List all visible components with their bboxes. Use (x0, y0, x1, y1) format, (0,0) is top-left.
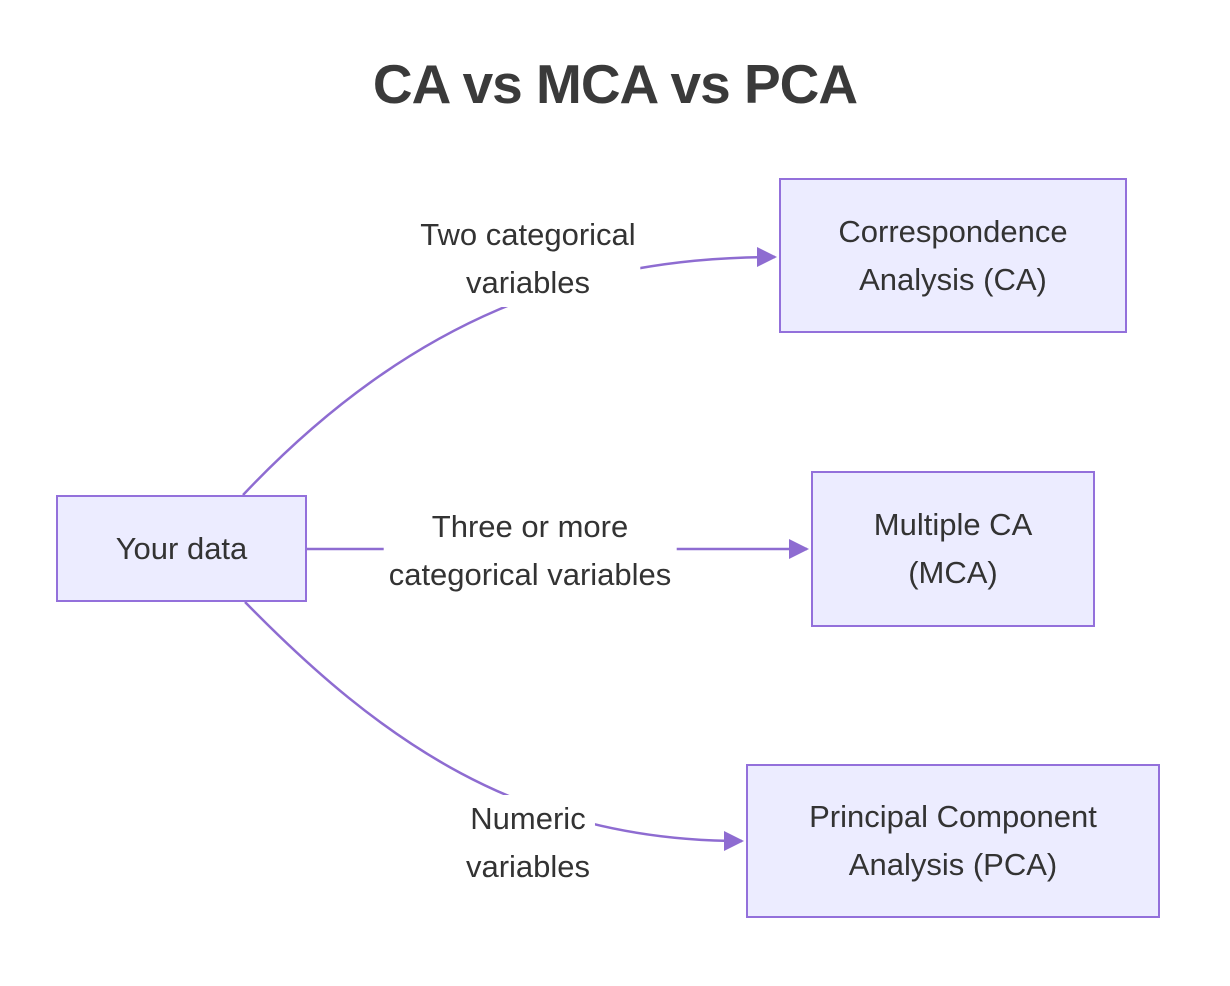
node-your-data: Your data (56, 495, 307, 602)
node-correspondence-analysis: Correspondence Analysis (CA) (779, 178, 1127, 333)
node-label: Analysis (CA) (859, 261, 1047, 297)
diagram-title: CA vs MCA vs PCA (372, 53, 858, 115)
edge-your-data-to-pca (244, 601, 744, 851)
edge-label-three-or-more-categorical-variables: Three or more categorical variables (383, 503, 677, 599)
edge-label-line: categorical variables (388, 557, 672, 592)
node-label: Your data (115, 530, 248, 566)
edge-label-two-categorical-variables: Two categorical variables (415, 211, 641, 307)
edge-label-numeric-variables: Numeric variables (460, 795, 596, 891)
node-label: Principal Component (809, 799, 1097, 834)
node-principal-component-analysis: Principal Component Analysis (PCA) (746, 764, 1160, 918)
node-label: Correspondence (838, 213, 1068, 249)
edge-label-line: variables (465, 849, 591, 884)
edge-label-line: Numeric (470, 801, 586, 836)
node-label: Analysis (PCA) (848, 847, 1058, 882)
node-multiple-ca: Multiple CA (MCA) (811, 471, 1095, 627)
edge-label-line: Three or more (431, 509, 629, 544)
edge-label-line: variables (465, 265, 591, 300)
edge-your-data-to-ca (242, 247, 777, 496)
node-label: Multiple CA (873, 507, 1033, 542)
edge-label-line: Two categorical (420, 217, 636, 252)
node-label: (MCA) (908, 555, 998, 590)
